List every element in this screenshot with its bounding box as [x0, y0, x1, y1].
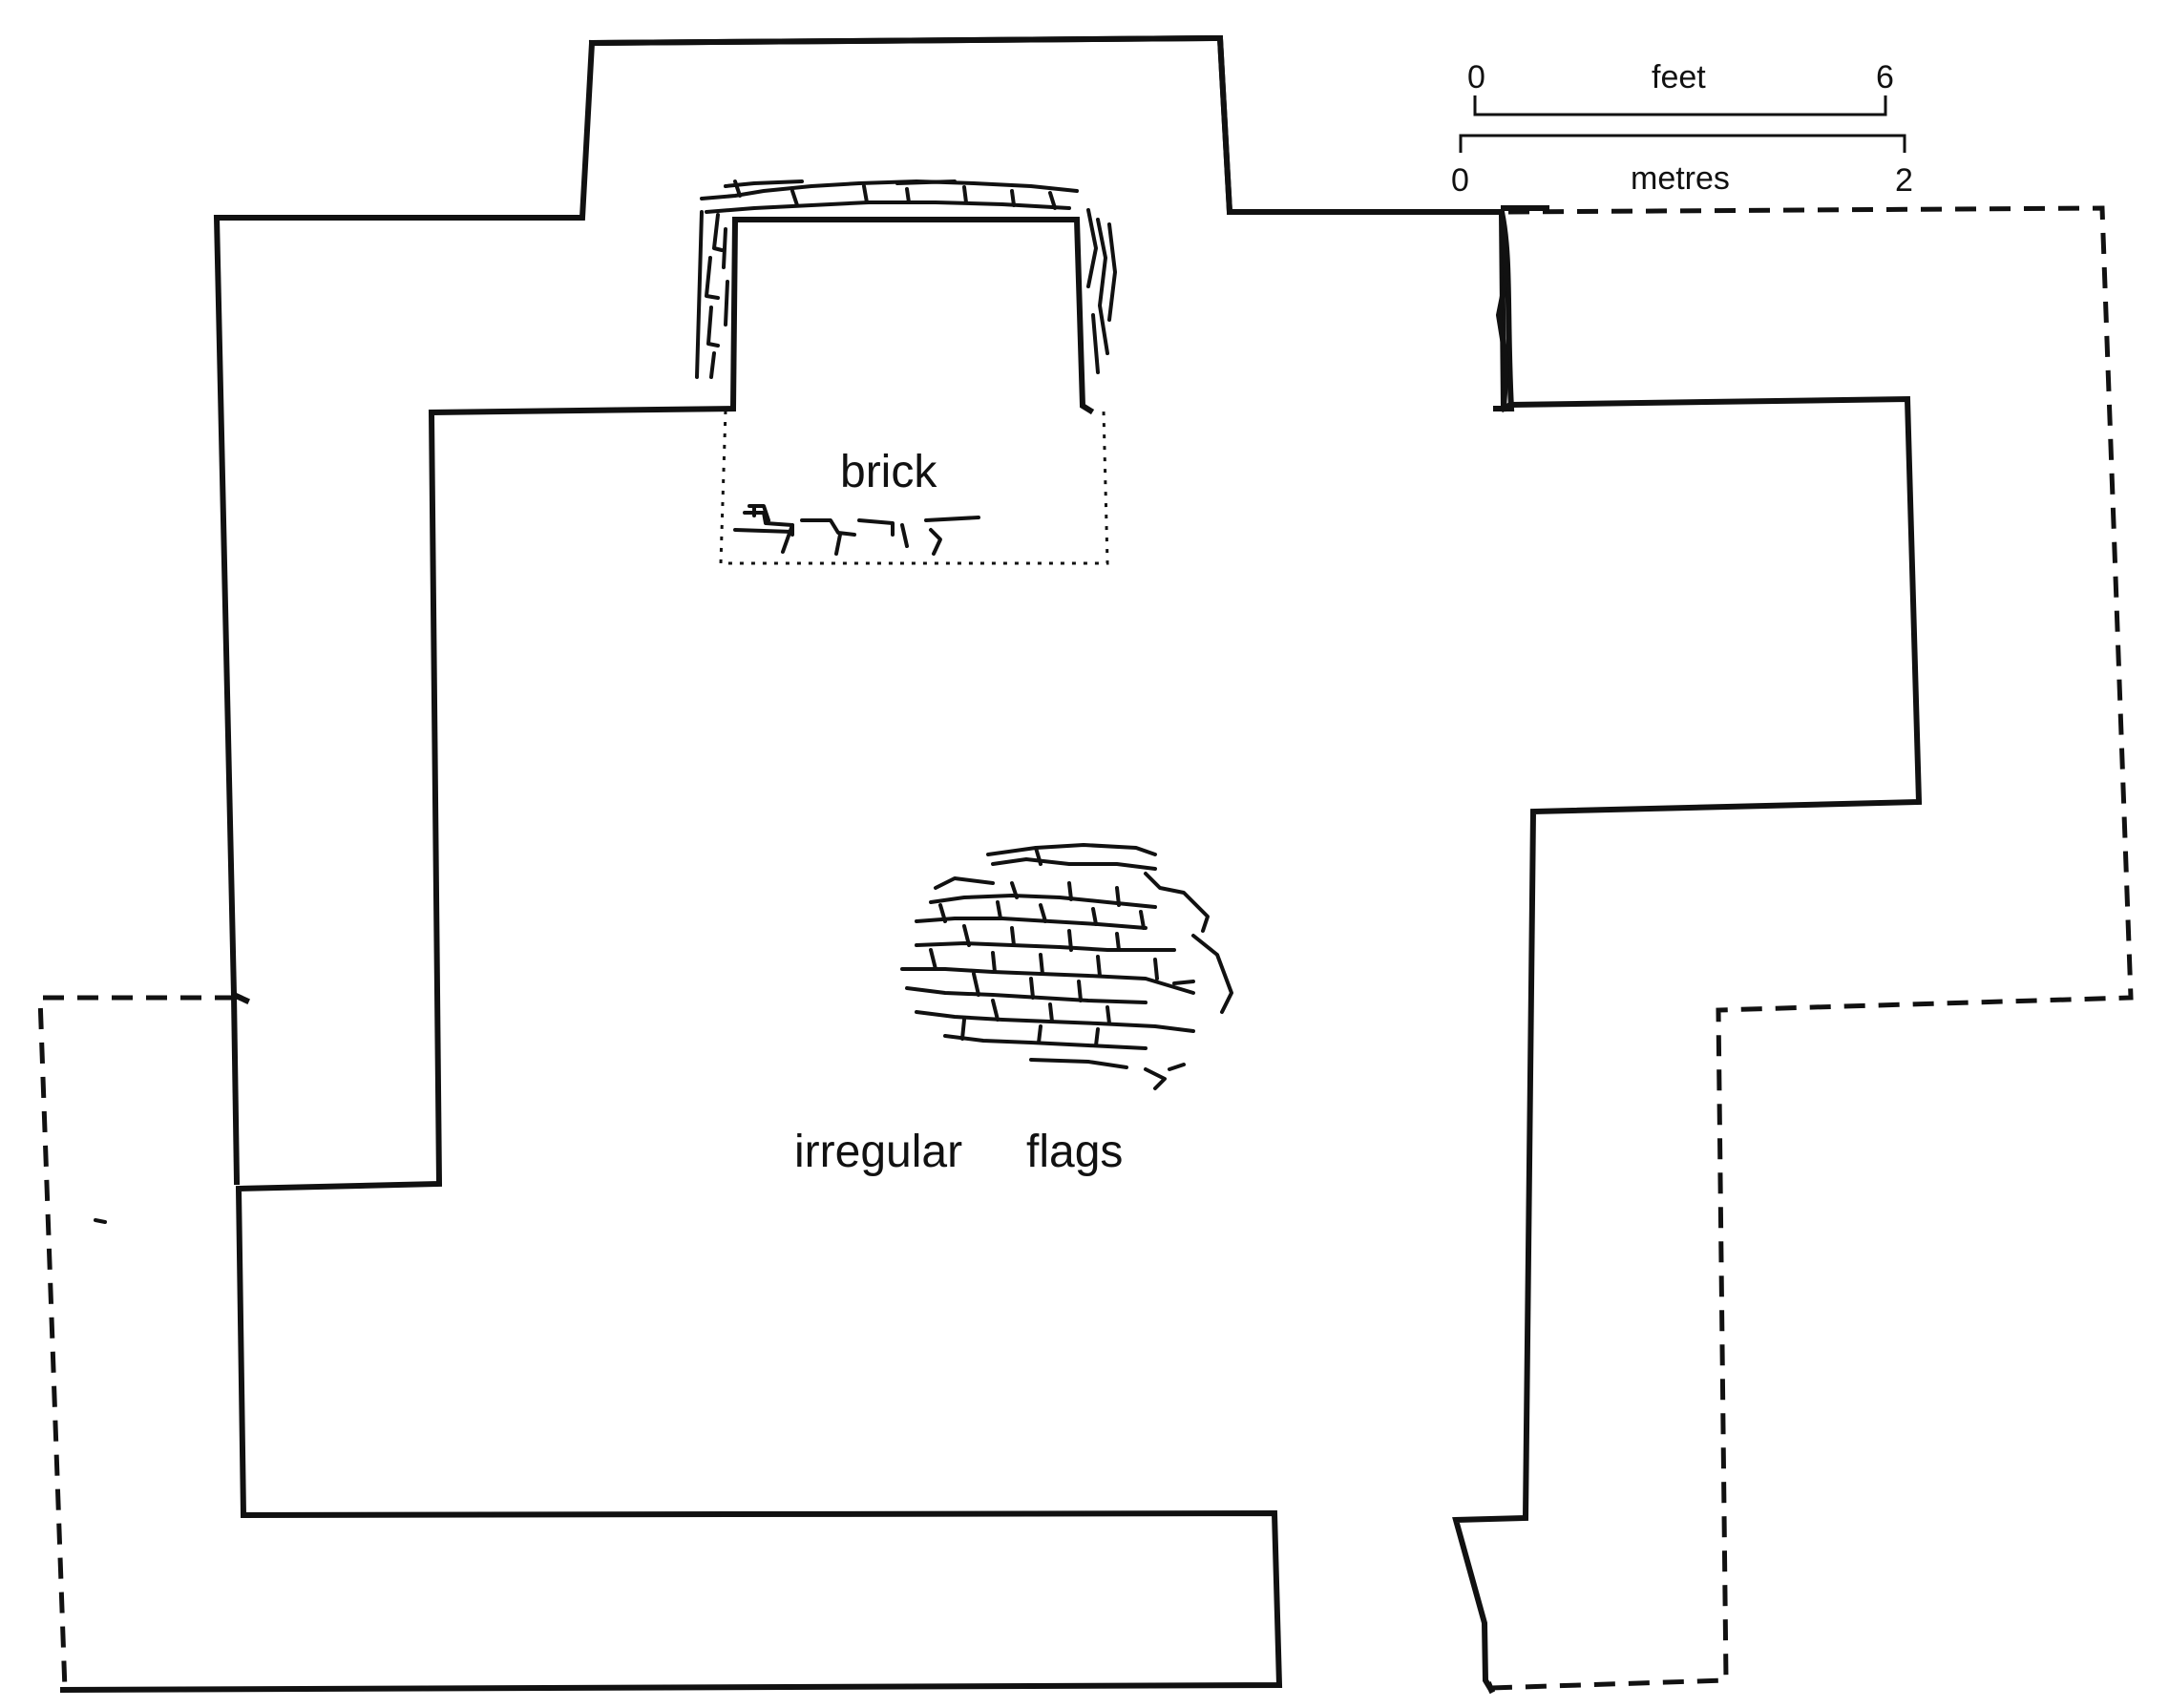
- feet-min-label: 0: [1467, 59, 1485, 95]
- brick-area-outline: [719, 410, 1109, 565]
- conjectural-wall-left: [37, 995, 236, 1691]
- small-mark: [94, 1218, 107, 1224]
- right-inner-wall: [1485, 1681, 1495, 1694]
- metres-min-label: 0: [1451, 162, 1469, 199]
- left-inner-wall: [230, 991, 241, 1186]
- conjectural-wall-right: [1490, 205, 2134, 1691]
- brick-hatching-right: [1086, 208, 1117, 374]
- brick-hatching-top: [700, 179, 1079, 214]
- metres-max-label: 2: [1895, 162, 1913, 199]
- feet-scale-line: [1473, 95, 1887, 116]
- irregular-label: irregular: [794, 1127, 962, 1177]
- brick-hatching-floor: [733, 504, 980, 556]
- irregular-flags-hatching: [900, 843, 1233, 1090]
- metres-scale-line: [1459, 134, 1906, 153]
- inner-wall: [59, 216, 1283, 1694]
- flags-label: flags: [1026, 1127, 1123, 1177]
- feet-unit-label: feet: [1652, 59, 1706, 95]
- metres-unit-label: metres: [1631, 160, 1730, 197]
- brick-hatching-left: [695, 210, 729, 379]
- feet-max-label: 6: [1876, 59, 1894, 95]
- scale-bar: 0 feet 6 0 metres 2: [1451, 59, 1913, 199]
- outer-wall: [213, 34, 1923, 1695]
- brick-label: brick: [840, 447, 937, 497]
